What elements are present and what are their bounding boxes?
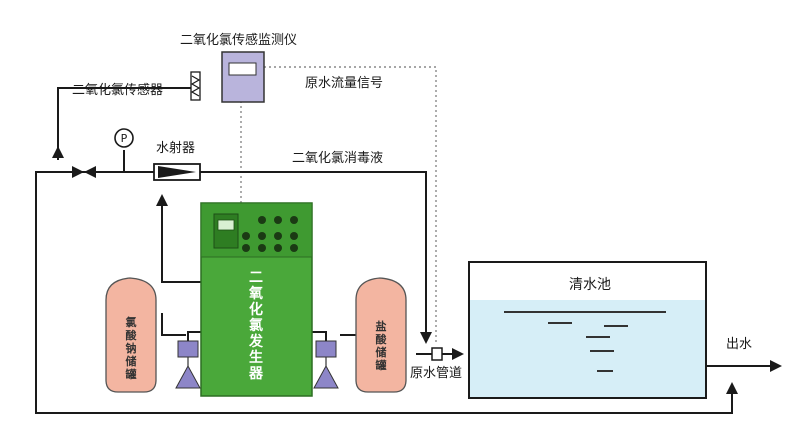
clear-pool-label: 清水池 (569, 277, 611, 293)
generator-char-0: 二 (249, 270, 263, 286)
flow-arrows (52, 146, 782, 394)
generator-outlet-pipe (161, 196, 201, 283)
generator-indicator-dots (242, 216, 298, 252)
generator-char-4: 发 (248, 333, 264, 350)
pressure-gauge-icon: P (114, 128, 134, 172)
ejector-label: 水射器 (156, 140, 195, 156)
outlet-arrow-icon (770, 360, 782, 372)
raw-pipe-label: 原水管道 (410, 366, 462, 381)
generator-char-5: 生 (249, 349, 263, 366)
tank-right-char-1: 酸 (376, 332, 388, 346)
hydrochloric-acid-tank: 盐 酸 储 罐 (355, 277, 407, 393)
monitor-device (221, 51, 265, 103)
tank-left-char-0: 氯 (126, 315, 137, 329)
generator-unit: 二 氧 化 氯 发 生 器 (200, 202, 313, 397)
tank-right-char-2: 储 (376, 345, 387, 359)
signal-lines (240, 66, 437, 345)
ejector-icon (153, 163, 201, 181)
sensor-icon (190, 71, 201, 101)
check-valve-icon (72, 166, 96, 178)
sensor-label: 二氧化氯传感器 (72, 82, 163, 98)
left-pump-to-generator (187, 331, 201, 341)
tank-left-char-1: 酸 (126, 328, 138, 342)
dosing-point-icon (431, 347, 443, 361)
flow-signal-line (264, 66, 437, 345)
sensor-pipe (57, 87, 198, 160)
disinfectant-label: 二氧化氯消毒液 (292, 151, 383, 166)
generator-char-1: 氧 (248, 285, 263, 302)
right-pump-to-generator (312, 331, 327, 341)
sensor-arrow-icon (52, 146, 64, 158)
sodium-chlorate-tank: 氯 酸 钠 储 罐 (105, 277, 157, 393)
bottom-return-arrow-icon (726, 382, 738, 394)
tank-right-char-3: 罐 (375, 358, 387, 372)
tank-left-char-3: 储 (126, 354, 137, 368)
monitor-label: 二氧化氯传感监测仪 (180, 32, 297, 48)
left-pump-pipe (161, 313, 186, 336)
right-metering-pump-icon (313, 340, 339, 389)
tank-left-char-4: 罐 (125, 367, 137, 381)
raw-pipe-down-arrow-icon (420, 332, 432, 344)
generator-char-3: 氯 (249, 317, 263, 334)
water-ripples (504, 311, 666, 372)
tank-left-char-2: 钠 (126, 341, 137, 355)
generator-char-2: 化 (249, 301, 263, 318)
outlet-label: 出水 (726, 337, 752, 352)
clear-water-pool (468, 261, 707, 399)
pressure-gauge-label: P (121, 132, 128, 145)
tank-right-char-0: 盐 (376, 319, 387, 333)
pool-in-arrow-icon (452, 348, 464, 360)
loop-pipe (35, 171, 733, 414)
flow-signal-label: 原水流量信号 (305, 76, 383, 91)
generator-char-6: 器 (248, 366, 264, 382)
left-metering-pump-icon (175, 340, 201, 389)
ejector-up-arrow-icon (156, 194, 168, 206)
